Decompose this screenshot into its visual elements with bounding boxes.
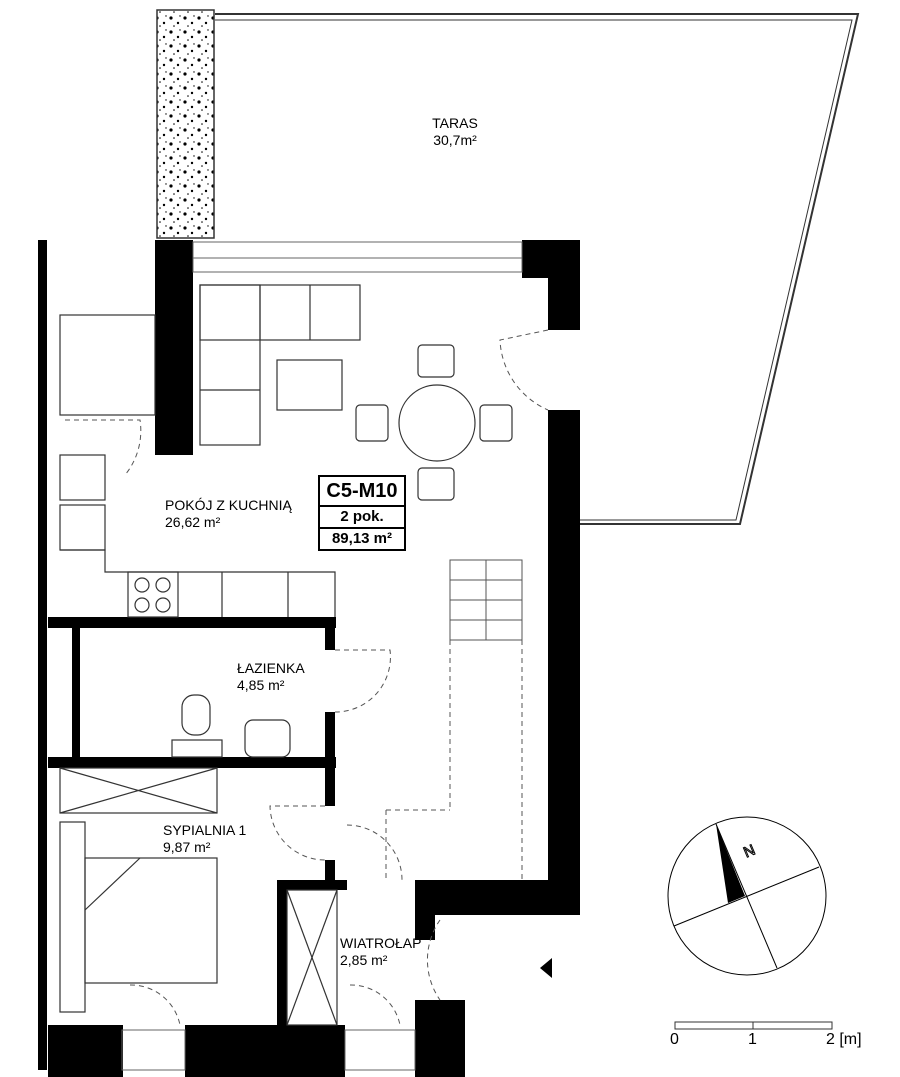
unit-code: C5-M10 <box>320 477 404 507</box>
entrance-arrow-icon <box>540 958 552 978</box>
scale-tick-1: 1 <box>748 1031 757 1048</box>
scale-bar <box>674 1021 833 1030</box>
walls <box>38 240 580 1077</box>
planter <box>156 9 215 239</box>
compass-icon <box>667 816 827 976</box>
windows <box>121 241 523 1071</box>
unit-info-box: C5-M10 2 pok. 89,13 m² <box>318 475 406 551</box>
stairs <box>385 559 523 880</box>
scale-tick-0: 0 <box>670 1031 679 1048</box>
furniture <box>59 284 513 1026</box>
terrace <box>215 13 860 525</box>
unit-area: 89,13 m² <box>331 530 393 547</box>
unit-rooms: 2 pok. <box>320 507 404 529</box>
scale-tick-2: 2 [m] <box>826 1031 862 1048</box>
doors <box>65 329 549 1026</box>
